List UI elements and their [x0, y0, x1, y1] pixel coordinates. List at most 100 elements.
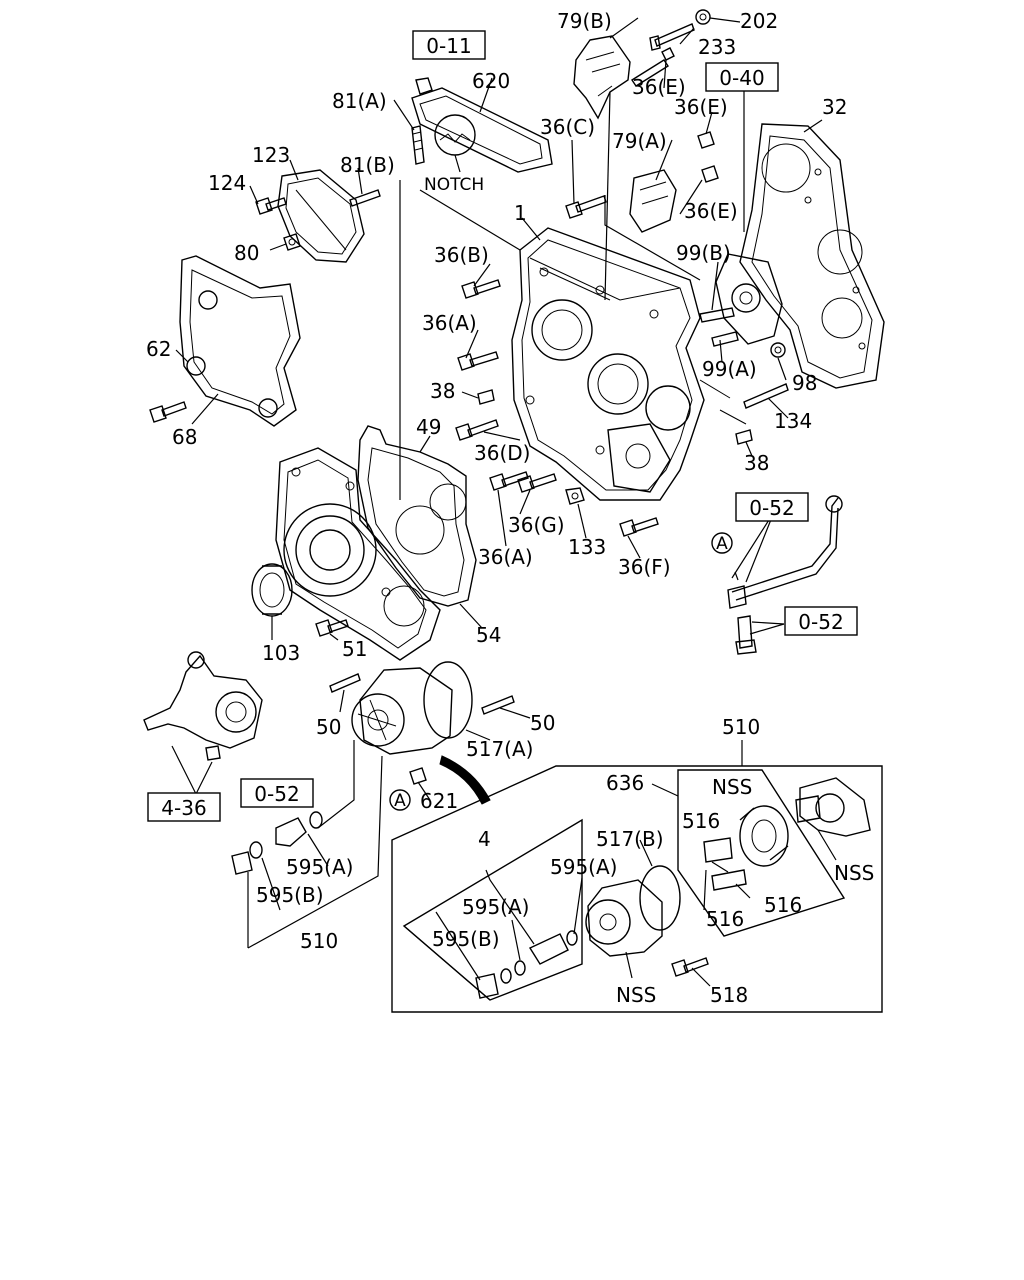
label-38-a: 38 — [430, 379, 455, 403]
label-595a-2: 595(A) — [550, 855, 617, 879]
gasket-49 — [357, 180, 521, 607]
arrow-curve — [439, 755, 491, 805]
label-516-b: 516 — [764, 893, 802, 917]
bolt-36e-top — [631, 47, 675, 87]
ref-box-0-11: 0-11 — [412, 30, 486, 60]
label-36a-2: 36(A) — [478, 545, 533, 569]
bolt-36e-mid — [697, 131, 719, 183]
bolt-36g — [517, 473, 557, 493]
stud-134 — [743, 383, 789, 409]
fitting-inner — [475, 930, 578, 999]
svg-text:0-52: 0-52 — [254, 782, 299, 806]
label-36e-3: 36(E) — [684, 199, 738, 223]
label-81a: 81(A) — [332, 89, 387, 113]
part-labels: 79(B) 202 233 36(E) 36(E) 36(E) 620 81(A… — [146, 9, 874, 1007]
label-nss-2: NSS — [834, 861, 874, 885]
label-134: 134 — [774, 409, 812, 433]
gear-case-cover-32 — [739, 123, 885, 389]
nut-0-11 — [415, 77, 433, 95]
label-36e-1: 36(E) — [632, 75, 686, 99]
rotor-nss — [739, 805, 789, 867]
label-36f: 36(F) — [618, 555, 671, 579]
label-123: 123 — [252, 143, 290, 167]
ref-box-0-52-right-bottom: 0-52 — [784, 606, 858, 636]
label-79b: 79(B) — [557, 9, 612, 33]
nut-133 — [565, 487, 585, 505]
svg-text:A: A — [394, 791, 406, 811]
label-50-a: 50 — [316, 715, 341, 739]
housing-nss — [795, 777, 871, 837]
oil-pipe — [727, 495, 843, 655]
label-517a: 517(A) — [466, 737, 533, 761]
inner-box-636 — [677, 769, 846, 937]
bracket-79a — [604, 169, 701, 281]
pin-38-left — [477, 389, 495, 405]
vacuum-pump-4-36 — [143, 651, 263, 761]
label-36e-2: 36(E) — [674, 95, 728, 119]
svg-text:A: A — [716, 534, 728, 554]
front-cover — [275, 447, 441, 661]
label-79a: 79(A) — [612, 129, 667, 153]
assembly-box-510 — [391, 765, 883, 1013]
bracket-79b — [573, 35, 631, 301]
svg-text:0-40: 0-40 — [719, 66, 764, 90]
bolt-124 — [255, 197, 287, 215]
stud-81b — [349, 189, 381, 207]
leader-lines — [171, 17, 837, 1001]
label-595a-1: 595(A) — [286, 855, 353, 879]
oil-seal-103 — [251, 563, 293, 617]
stud-50-left — [329, 673, 361, 693]
label-54: 54 — [476, 623, 501, 647]
label-103: 103 — [262, 641, 300, 665]
ref-box-4-36: 4-36 — [147, 792, 221, 822]
label-595b-2: 595(B) — [432, 927, 500, 951]
label-133: 133 — [568, 535, 606, 559]
bolt-62 — [149, 401, 187, 423]
label-620: 620 — [472, 69, 510, 93]
label-68: 68 — [172, 425, 197, 449]
label-124: 124 — [208, 171, 246, 195]
label-516-c: 516 — [706, 907, 744, 931]
vacuum-pump-510 — [351, 661, 473, 785]
label-99a: 99(A) — [702, 357, 757, 381]
label-516-a: 516 — [682, 809, 720, 833]
label-32: 32 — [822, 95, 847, 119]
ref-box-0-52-left: 0-52 — [240, 778, 314, 808]
bolt-51 — [315, 619, 349, 637]
pin-38-right — [735, 429, 753, 445]
label-595a-3: 595(A) — [462, 895, 529, 919]
pump-assembly-99 — [699, 253, 783, 347]
bolt-233 — [649, 23, 695, 51]
circle-mark-a-bottom: A — [389, 789, 411, 811]
bolt-36f — [619, 517, 659, 537]
bolt-36a-upper — [457, 351, 499, 371]
ref-box-0-52-right-top: 0-52 — [735, 492, 809, 522]
label-518: 518 — [710, 983, 748, 1007]
label-4: 4 — [478, 827, 491, 851]
svg-text:0-11: 0-11 — [426, 34, 471, 58]
nut-202 — [695, 9, 711, 25]
label-36c: 36(C) — [540, 115, 595, 139]
ref-box-0-40: 0-40 — [705, 62, 779, 92]
label-49: 49 — [416, 415, 441, 439]
svg-text:0-52: 0-52 — [749, 496, 794, 520]
svg-text:4-36: 4-36 — [161, 796, 206, 820]
circle-mark-a-right: A — [711, 532, 733, 554]
label-636: 636 — [606, 771, 644, 795]
dashed-alignment-lines — [699, 379, 747, 425]
label-621: 621 — [420, 789, 458, 813]
cover-620 — [411, 87, 553, 173]
label-38-b: 38 — [744, 451, 769, 475]
vanes-516 — [703, 837, 747, 891]
label-36a-1: 36(A) — [422, 311, 477, 335]
nut-80 — [283, 233, 301, 251]
stud-81a — [411, 125, 425, 165]
label-202: 202 — [740, 9, 778, 33]
label-62: 62 — [146, 337, 171, 361]
label-80: 80 — [234, 241, 259, 265]
label-595b-1: 595(B) — [256, 883, 324, 907]
cylinder-block-1 — [511, 227, 705, 501]
bolt-36d — [455, 419, 499, 441]
nut-98 — [770, 342, 786, 358]
